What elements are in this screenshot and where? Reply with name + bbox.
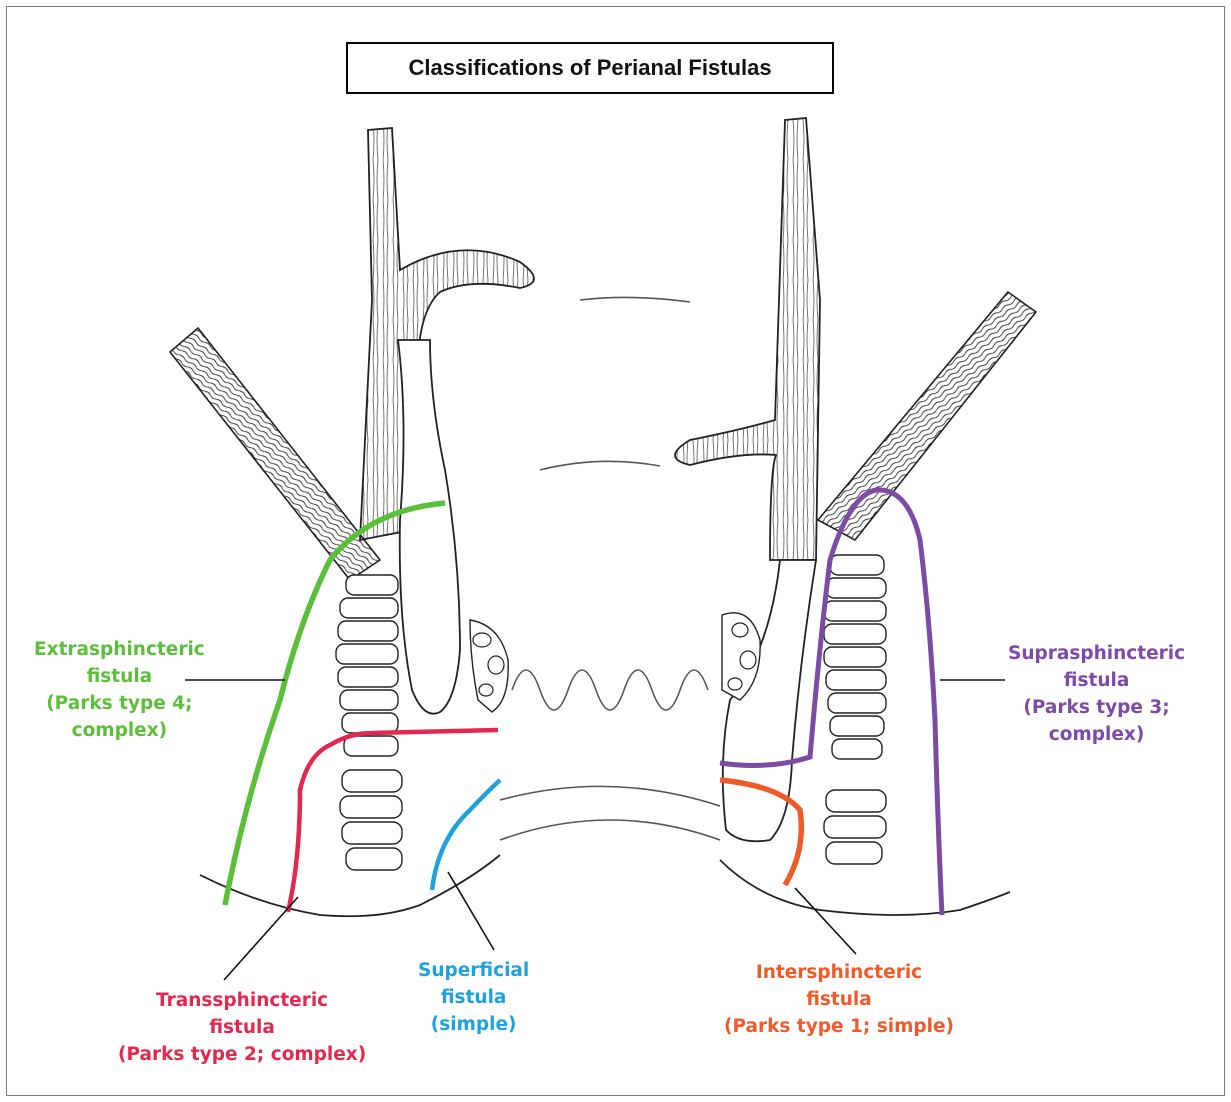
label-line: fistula	[724, 986, 954, 1013]
label-transsphincteric: Transsphincteric fistula (Parks type 2; …	[118, 987, 366, 1068]
label-line: fistula	[118, 1014, 366, 1041]
right-rectal-wall	[675, 118, 820, 560]
rectal-lumen	[500, 297, 720, 840]
label-line: (Parks type 3;	[1008, 694, 1185, 721]
right-levator-ani	[818, 292, 1036, 540]
label-line: Intersphincteric	[724, 959, 954, 986]
left-external-sphincter	[336, 575, 402, 870]
label-line: (Parks type 2; complex)	[118, 1041, 366, 1068]
label-line: Extrasphincteric	[34, 636, 205, 663]
transsphincteric-tract	[288, 730, 498, 912]
label-line: Transsphincteric	[118, 987, 366, 1014]
label-extrasphincteric: Extrasphincteric fistula (Parks type 4; …	[34, 636, 205, 744]
label-line: (Parks type 1; simple)	[724, 1013, 954, 1040]
label-line: Suprasphincteric	[1008, 640, 1185, 667]
right-external-sphincter	[824, 555, 886, 864]
label-line: fistula	[34, 663, 205, 690]
label-line: (simple)	[418, 1011, 529, 1038]
label-intersphincteric: Intersphincteric fistula (Parks type 1; …	[724, 959, 954, 1040]
right-internal-sphincter	[722, 560, 816, 841]
left-internal-sphincter	[398, 340, 508, 714]
label-line: fistula	[418, 984, 529, 1011]
superficial-tract	[432, 780, 500, 890]
label-line: complex)	[1008, 721, 1185, 748]
label-suprasphincteric: Suprasphincteric fistula (Parks type 3; …	[1008, 640, 1185, 748]
label-superficial: Superficial fistula (simple)	[418, 957, 529, 1038]
label-line: (Parks type 4;	[34, 690, 205, 717]
figure-title: Classifications of Perianal Fistulas	[346, 42, 834, 94]
label-line: complex)	[34, 717, 205, 744]
label-line: fistula	[1008, 667, 1185, 694]
perianal-skin	[200, 855, 1010, 916]
label-line: Superficial	[418, 957, 529, 984]
